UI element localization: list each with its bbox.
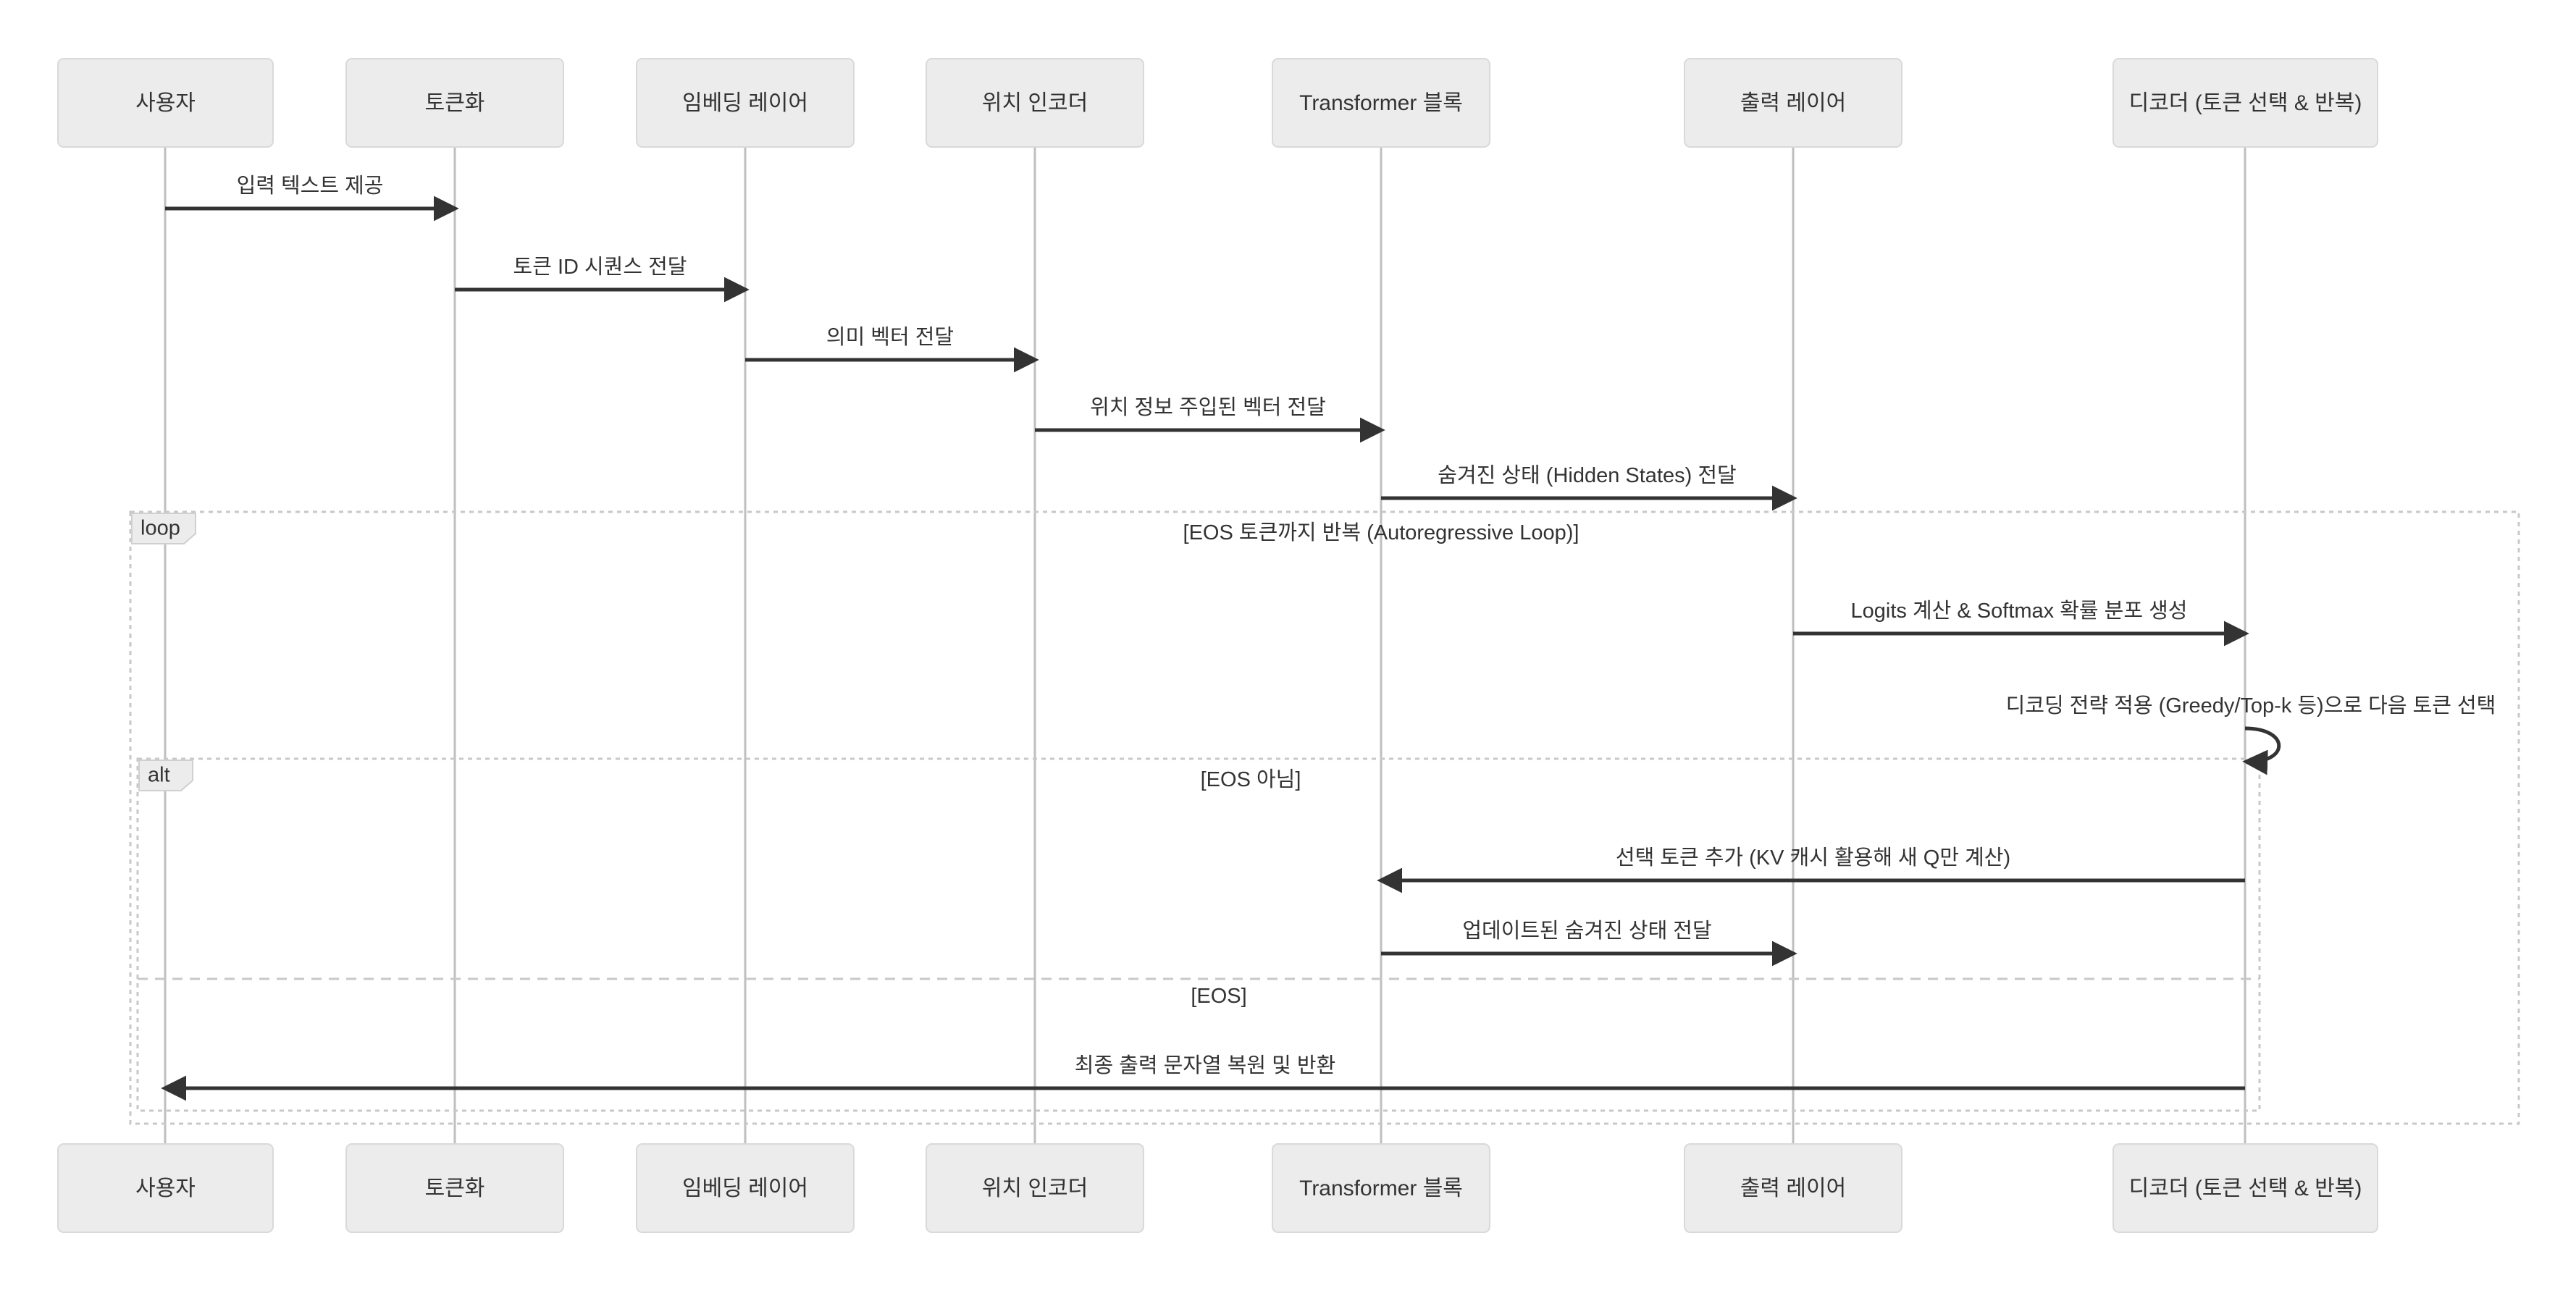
participant-output-top[interactable]: 출력 레이어	[1684, 58, 1902, 148]
participant-user-top[interactable]: 사용자	[57, 58, 274, 148]
participant-box-user-bottom[interactable]	[57, 1143, 274, 1233]
participant-label-embedding-bottom: 임베딩 레이어	[682, 1177, 808, 1200]
participant-label-embedding-top: 임베딩 레이어	[682, 91, 808, 115]
participant-transformer-bottom[interactable]: Transformer 블록	[1272, 1143, 1490, 1233]
message-m3: 의미 벡터 전달	[745, 326, 1039, 373]
participant-box-tokenizer-top[interactable]	[345, 58, 564, 148]
participant-positional-bottom[interactable]: 위치 인코더	[926, 1143, 1144, 1233]
message-m4: 위치 정보 주입된 벡터 전달	[1035, 395, 1385, 443]
message-m7: 디코딩 전략 적용 (Greedy/Top-k 등)으로 다음 토큰 선택	[2006, 694, 2496, 775]
message-m6: Logits 계산 & Softmax 확률 분포 생성	[1793, 599, 2249, 647]
message-m9: 업데이트된 숨겨진 상태 전달	[1381, 919, 1797, 967]
fragment-border-loop	[129, 510, 2520, 1125]
participant-box-embedding-bottom[interactable]	[636, 1143, 855, 1233]
message-label-m2: 토큰 ID 시퀀스 전달	[513, 256, 687, 279]
message-label-m4: 위치 정보 주입된 벡터 전달	[1090, 395, 1326, 419]
participants-bottom-group: 사용자 토큰화 임베딩 레이어 위치 인코더 Transformer 블록 출력 레이어 디…	[57, 1143, 2378, 1233]
message-label-m8: 선택 토큰 추가 (KV 캐시 활용해 새 Q만 계산)	[1616, 846, 2010, 870]
participant-label-decoder-top: 디코더 (토큰 선택 & 반복)	[2129, 91, 2362, 115]
participant-decoder-top[interactable]: 디코더 (토큰 선택 & 반복)	[2113, 58, 2378, 148]
message-label-m9: 업데이트된 숨겨진 상태 전달	[1462, 919, 1711, 943]
participant-box-embedding-top[interactable]	[636, 58, 855, 148]
fragment-alt: alt [EOS 아님] [EOS]	[136, 757, 2261, 1112]
fragment-tag-label-alt: alt	[148, 764, 170, 787]
participant-box-output-bottom[interactable]	[1684, 1143, 1902, 1233]
participant-label-positional-bottom: 위치 인코더	[982, 1177, 1088, 1200]
participant-label-transformer-bottom: Transformer 블록	[1299, 1177, 1463, 1200]
participant-embedding-top[interactable]: 임베딩 레이어	[636, 58, 855, 148]
participant-tokenizer-top[interactable]: 토큰화	[345, 58, 564, 148]
participant-output-bottom[interactable]: 출력 레이어	[1684, 1143, 1902, 1233]
fragment-else-condition: [EOS]	[1191, 985, 1246, 1008]
message-m5: 숨겨진 상태 (Hidden States) 전달	[1381, 464, 1797, 511]
message-m2: 토큰 ID 시퀀스 전달	[455, 256, 750, 303]
participant-label-positional-top: 위치 인코더	[982, 91, 1088, 115]
participant-box-transformer-bottom[interactable]	[1272, 1143, 1490, 1233]
message-arrow-m7	[2242, 726, 2281, 775]
fragment-condition-alt: [EOS 아님]	[1201, 768, 1301, 791]
fragments-group: loop [EOS 토큰까지 반복 (Autoregressive Loop)] a…	[129, 510, 2520, 1125]
fragment-loop: loop [EOS 토큰까지 반복 (Autoregressive Loop)]	[129, 510, 2520, 1125]
participants-top-group: 사용자 토큰화 임베딩 레이어 위치 인코더 Transformer 블록 출력 레이어 디…	[57, 58, 2378, 148]
participant-label-transformer-top: Transformer 블록	[1299, 91, 1463, 115]
participant-transformer-top[interactable]: Transformer 블록	[1272, 58, 1490, 148]
participant-embedding-bottom[interactable]: 임베딩 레이어	[636, 1143, 855, 1233]
message-m8: 선택 토큰 추가 (KV 캐시 활용해 새 Q만 계산)	[1377, 846, 2245, 893]
participant-box-positional-bottom[interactable]	[926, 1143, 1144, 1233]
participant-box-user-top[interactable]	[57, 58, 274, 148]
participant-box-decoder-bottom[interactable]	[2113, 1143, 2378, 1233]
lifelines-group	[164, 147, 2246, 1144]
participant-box-positional-top[interactable]	[926, 58, 1144, 148]
message-label-m5: 숨겨진 상태 (Hidden States) 전달	[1438, 464, 1736, 487]
participant-user-bottom[interactable]: 사용자	[57, 1143, 274, 1233]
message-label-m10: 최종 출력 문자열 복원 및 반환	[1075, 1053, 1335, 1077]
fragment-border-alt	[136, 757, 2261, 1112]
message-label-m7: 디코딩 전략 적용 (Greedy/Top-k 등)으로 다음 토큰 선택	[2006, 694, 2496, 718]
participant-box-decoder-top[interactable]	[2113, 58, 2378, 148]
participant-label-decoder-bottom: 디코더 (토큰 선택 & 반복)	[2129, 1177, 2362, 1200]
fragment-tag-shape-loop	[131, 513, 196, 544]
participant-label-output-bottom: 출력 레이어	[1740, 1177, 1846, 1200]
fragment-tag-label-loop: loop	[140, 517, 180, 540]
participant-label-output-top: 출력 레이어	[1740, 91, 1846, 115]
message-label-m6: Logits 계산 & Softmax 확률 분포 생성	[1851, 599, 2188, 623]
message-label-m1: 입력 텍스트 제공	[237, 174, 384, 198]
fragment-condition-loop: [EOS 토큰까지 반복 (Autoregressive Loop)]	[1183, 521, 1579, 544]
participant-box-transformer-top[interactable]	[1272, 58, 1490, 148]
participant-tokenizer-bottom[interactable]: 토큰화	[345, 1143, 564, 1233]
message-m1: 입력 텍스트 제공	[165, 174, 459, 222]
participant-box-tokenizer-bottom[interactable]	[345, 1143, 564, 1233]
participant-label-user-top: 사용자	[135, 91, 196, 115]
participant-label-tokenizer-bottom: 토큰화	[425, 1177, 485, 1200]
participant-box-output-top[interactable]	[1684, 58, 1902, 148]
participant-decoder-bottom[interactable]: 디코더 (토큰 선택 & 반복)	[2113, 1143, 2378, 1233]
participant-label-tokenizer-top: 토큰화	[425, 91, 485, 115]
fragment-tag-shape-alt	[138, 759, 193, 791]
message-m10: 최종 출력 문자열 복원 및 반환	[161, 1053, 2245, 1101]
participant-positional-top[interactable]: 위치 인코더	[926, 58, 1144, 148]
message-label-m3: 의미 벡터 전달	[826, 326, 954, 349]
participant-label-user-bottom: 사용자	[135, 1177, 196, 1200]
